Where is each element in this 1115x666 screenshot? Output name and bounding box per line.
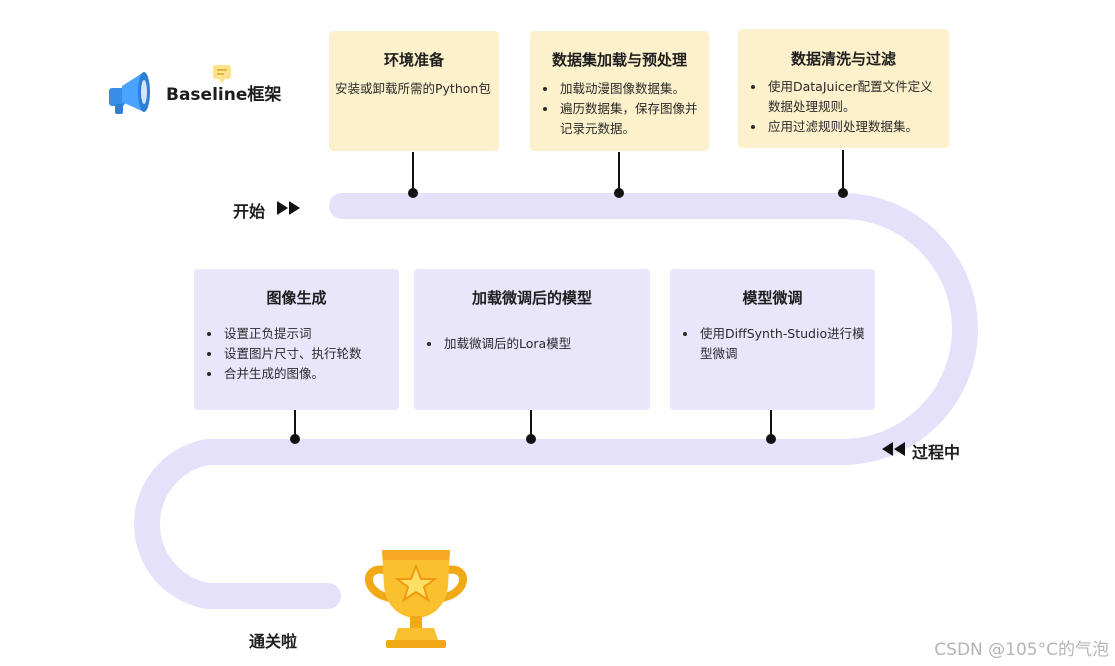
megaphone-icon: [109, 72, 150, 114]
step-bullet: 加载动漫图像数据集。: [558, 79, 703, 99]
step-bullet: 使用DiffSynth-Studio进行模型微调: [698, 324, 869, 364]
step-card-finetune: 模型微调 使用DiffSynth-Studio进行模型微调: [670, 269, 875, 410]
connector-dot: [290, 434, 300, 444]
connector-dot: [838, 188, 848, 198]
step-card-cleaning: 数据清洗与过滤 使用DataJuicer配置文件定义数据处理规则。 应用过滤规则…: [738, 29, 949, 148]
step-text: 安装或卸载所需的Python包: [335, 81, 491, 96]
step-title: 数据清洗与过滤: [790, 50, 896, 68]
step-title: 数据集加载与预处理: [551, 51, 687, 69]
step-bullet: 合并生成的图像。: [222, 364, 393, 384]
connectors: [294, 150, 844, 438]
step-title: 环境准备: [383, 51, 444, 69]
step-card-env: 环境准备 安装或卸载所需的Python包: [329, 31, 499, 151]
brand-title: Baseline框架: [166, 85, 282, 105]
step-title: 图像生成: [266, 289, 327, 307]
step-title: 加载微调后的模型: [471, 289, 592, 307]
end-label: 通关啦: [249, 632, 298, 651]
connector-dot: [408, 188, 418, 198]
rewind-icon: [882, 442, 905, 456]
step-card-dataset: 数据集加载与预处理 加载动漫图像数据集。 遍历数据集，保存图像并记录元数据。: [530, 31, 709, 151]
fast-forward-icon: [277, 201, 300, 215]
start-label: 开始: [233, 202, 266, 221]
middle-label: 过程中: [912, 443, 961, 462]
step-bullet: 遍历数据集，保存图像并记录元数据。: [558, 99, 703, 139]
step-bullet: 应用过滤规则处理数据集。: [766, 117, 943, 137]
step-card-generate: 图像生成 设置正负提示词 设置图片尺寸、执行轮数 合并生成的图像。: [194, 269, 399, 410]
connector-dot: [766, 434, 776, 444]
connector-dot: [526, 434, 536, 444]
step-card-load-model: 加载微调后的模型 加载微调后的Lora模型: [414, 269, 650, 410]
comment-icon: [213, 65, 231, 83]
step-bullet: 设置正负提示词: [222, 324, 393, 344]
step-bullet: 加载微调后的Lora模型: [442, 334, 644, 354]
trophy-icon: [365, 550, 467, 648]
step-bullet: 设置图片尺寸、执行轮数: [222, 344, 393, 364]
track-path: [134, 193, 978, 609]
watermark: CSDN @105°C的气泡: [934, 640, 1109, 660]
step-title: 模型微调: [742, 289, 803, 307]
connector-dot: [614, 188, 624, 198]
step-bullet: 使用DataJuicer配置文件定义数据处理规则。: [766, 77, 943, 117]
